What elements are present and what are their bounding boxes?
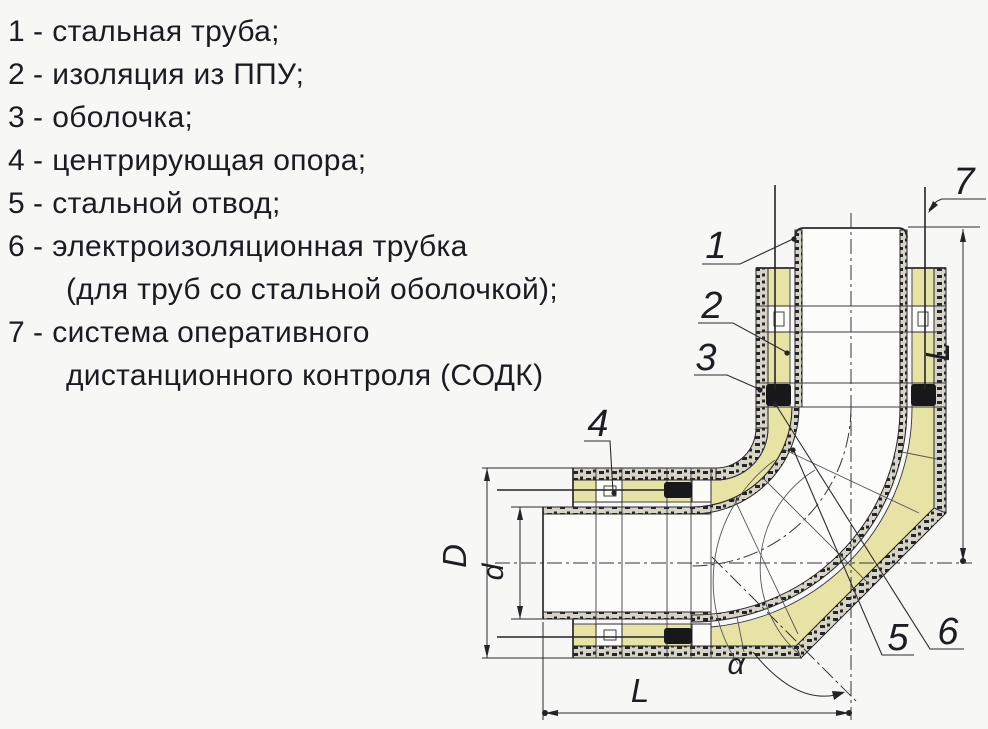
dim-label-d: d [477, 562, 510, 580]
part-label-3: 3 [695, 337, 716, 379]
leader-tips [611, 201, 938, 496]
leader-6 [775, 404, 964, 650]
legend-text: оболочка; [52, 101, 194, 134]
legend-number: 4 [8, 144, 25, 177]
construction-lines [712, 448, 938, 665]
dimensions [482, 226, 980, 720]
legend-number: 2 [8, 58, 25, 91]
steel-elbow-outer-wall [691, 406, 908, 623]
part-label-5: 5 [887, 617, 909, 659]
legend-item-1: 1-стальная труба; [8, 10, 698, 53]
legend-item-7: 7-система оперативного [8, 311, 698, 354]
legend-number: 1 [8, 15, 25, 48]
legend-item-7-cont: дистанционного контроля (СОДК) [66, 359, 544, 392]
dim-label-D: D [436, 544, 473, 568]
legend-item-2: 2-изоляция из ППУ; [8, 53, 698, 96]
legend-separator: - [33, 144, 44, 177]
legend-separator: - [33, 101, 44, 134]
legend-text: стальная труба; [52, 15, 280, 48]
legend-text: стальной отвод; [52, 187, 281, 220]
leader-1 [702, 238, 794, 265]
legend-separator: - [33, 230, 44, 263]
part-label-4: 4 [587, 403, 608, 445]
legend-separator: - [33, 58, 44, 91]
legend-item-5: 5-стальной отвод; [8, 182, 698, 225]
legend-separator: - [33, 15, 44, 48]
dim-label-L-horizontal: L [631, 672, 649, 709]
dim-label-alpha: α [727, 648, 745, 681]
legend-text: изоляция из ППУ; [52, 58, 305, 91]
dimension-arrows [484, 229, 966, 716]
sodk-wires [497, 185, 926, 638]
leader-lines [584, 198, 986, 656]
legend-separator: - [33, 316, 44, 349]
legend-item-6: 6-электроизоляционная трубка [8, 225, 698, 268]
centering-supports [595, 305, 935, 647]
leader-2 [698, 322, 787, 353]
legend: 1-стальная труба; 2-изоляция из ППУ; 3-о… [8, 10, 698, 397]
legend-number: 7 [8, 316, 25, 349]
bend-bisector [711, 556, 857, 702]
part-label-1: 1 [705, 225, 726, 267]
leader-7 [928, 198, 986, 211]
legend-text: система оперативного [52, 316, 370, 349]
legend-number: 3 [8, 101, 25, 134]
legend-text: центрирующая опора; [52, 144, 367, 177]
leader-3 [694, 374, 760, 390]
legend-number: 6 [8, 230, 25, 263]
legend-item-4: 4-центрирующая опора; [8, 139, 698, 182]
part-label-7: 7 [953, 161, 976, 203]
part-label-2: 2 [700, 285, 722, 327]
legend-separator: - [33, 187, 44, 220]
leader-4 [584, 440, 614, 493]
electro-insulation-tubes [664, 384, 936, 644]
legend-number: 5 [8, 187, 25, 220]
legend-text: электроизоляционная трубка [52, 230, 468, 263]
leader-5 [793, 450, 914, 656]
part-label-6: 6 [937, 611, 959, 653]
legend-item-3: 3-оболочка; [8, 96, 698, 139]
legend-item-6-cont: (для труб со стальной оболочкой); [66, 273, 558, 306]
leader-7-arrow [928, 201, 938, 213]
dim-label-L-vertical: L [919, 343, 956, 361]
